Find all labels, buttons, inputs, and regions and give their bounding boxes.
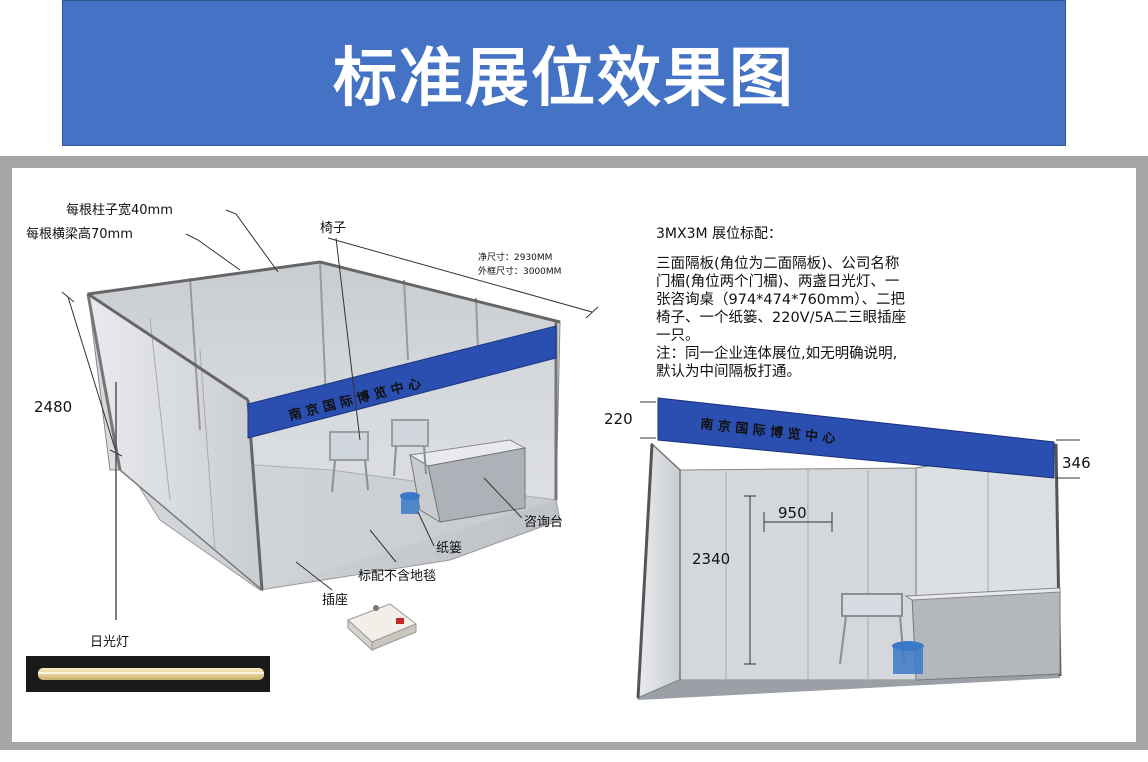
fluorescent-light-photo bbox=[26, 656, 270, 692]
light-label: 日光灯 bbox=[90, 635, 129, 650]
chair-label: 椅子 bbox=[320, 221, 346, 236]
carpet-label: 标配不含地毯 bbox=[358, 568, 436, 584]
height-2480-label: 2480 bbox=[34, 398, 72, 416]
spec-line-5: 一只。 bbox=[656, 328, 700, 344]
right-booth: 南 京 国 际 博 览 中 心 bbox=[636, 397, 1062, 700]
dim-950-label: 950 bbox=[778, 504, 807, 522]
title-banner: 标准展位效果图 bbox=[62, 0, 1066, 146]
column-width-label: 每根柱子宽40mm bbox=[66, 202, 173, 218]
left-booth: 南 京 国 际 博 览 中 心 bbox=[86, 260, 561, 592]
left-annotations: 每根柱子宽40mm 每根横梁高70mm 椅子 净尺寸：2930MM 外框尺寸：3… bbox=[26, 202, 599, 650]
dim-346-label: 346 bbox=[1062, 454, 1091, 472]
dim-2340-label: 2340 bbox=[692, 550, 730, 568]
spec-line-1: 三面隔板(角位为二面隔板)、公司名称 bbox=[656, 254, 899, 272]
beam-height-label: 每根横梁高70mm bbox=[26, 226, 133, 242]
spec-heading: 3MX3M 展位标配： bbox=[656, 226, 782, 242]
spec-line-6: 注：同一企业连体展位,如无明确说明, bbox=[656, 344, 897, 362]
spec-line-2: 门楣(角位两个门楣)、两盏日光灯、一 bbox=[656, 273, 899, 290]
spec-line-3: 张咨询桌（974*474*760mm）、二把 bbox=[656, 291, 906, 308]
spec-line-4: 椅子、一个纸篓、220V/5A二三眼插座 bbox=[656, 309, 906, 326]
spec-line-7: 默认为中间隔板打通。 bbox=[656, 362, 801, 380]
right-annotations: 220 346 950 2340 bbox=[604, 401, 1091, 665]
spec-text-block: 3MX3M 展位标配： 三面隔板(角位为二面隔板)、公司名称 门楣(角位两个门楣… bbox=[656, 226, 906, 380]
socket-label: 插座 bbox=[322, 593, 348, 608]
desk-label: 咨询台 bbox=[524, 515, 563, 530]
power-socket bbox=[347, 603, 417, 652]
net-size-label: 净尺寸：2930MM bbox=[478, 251, 552, 263]
page-title: 标准展位效果图 bbox=[333, 42, 795, 116]
dim-220-label: 220 bbox=[604, 410, 633, 428]
basket-label: 纸篓 bbox=[436, 541, 462, 556]
outer-size-label: 外框尺寸：3000MM bbox=[478, 265, 561, 277]
